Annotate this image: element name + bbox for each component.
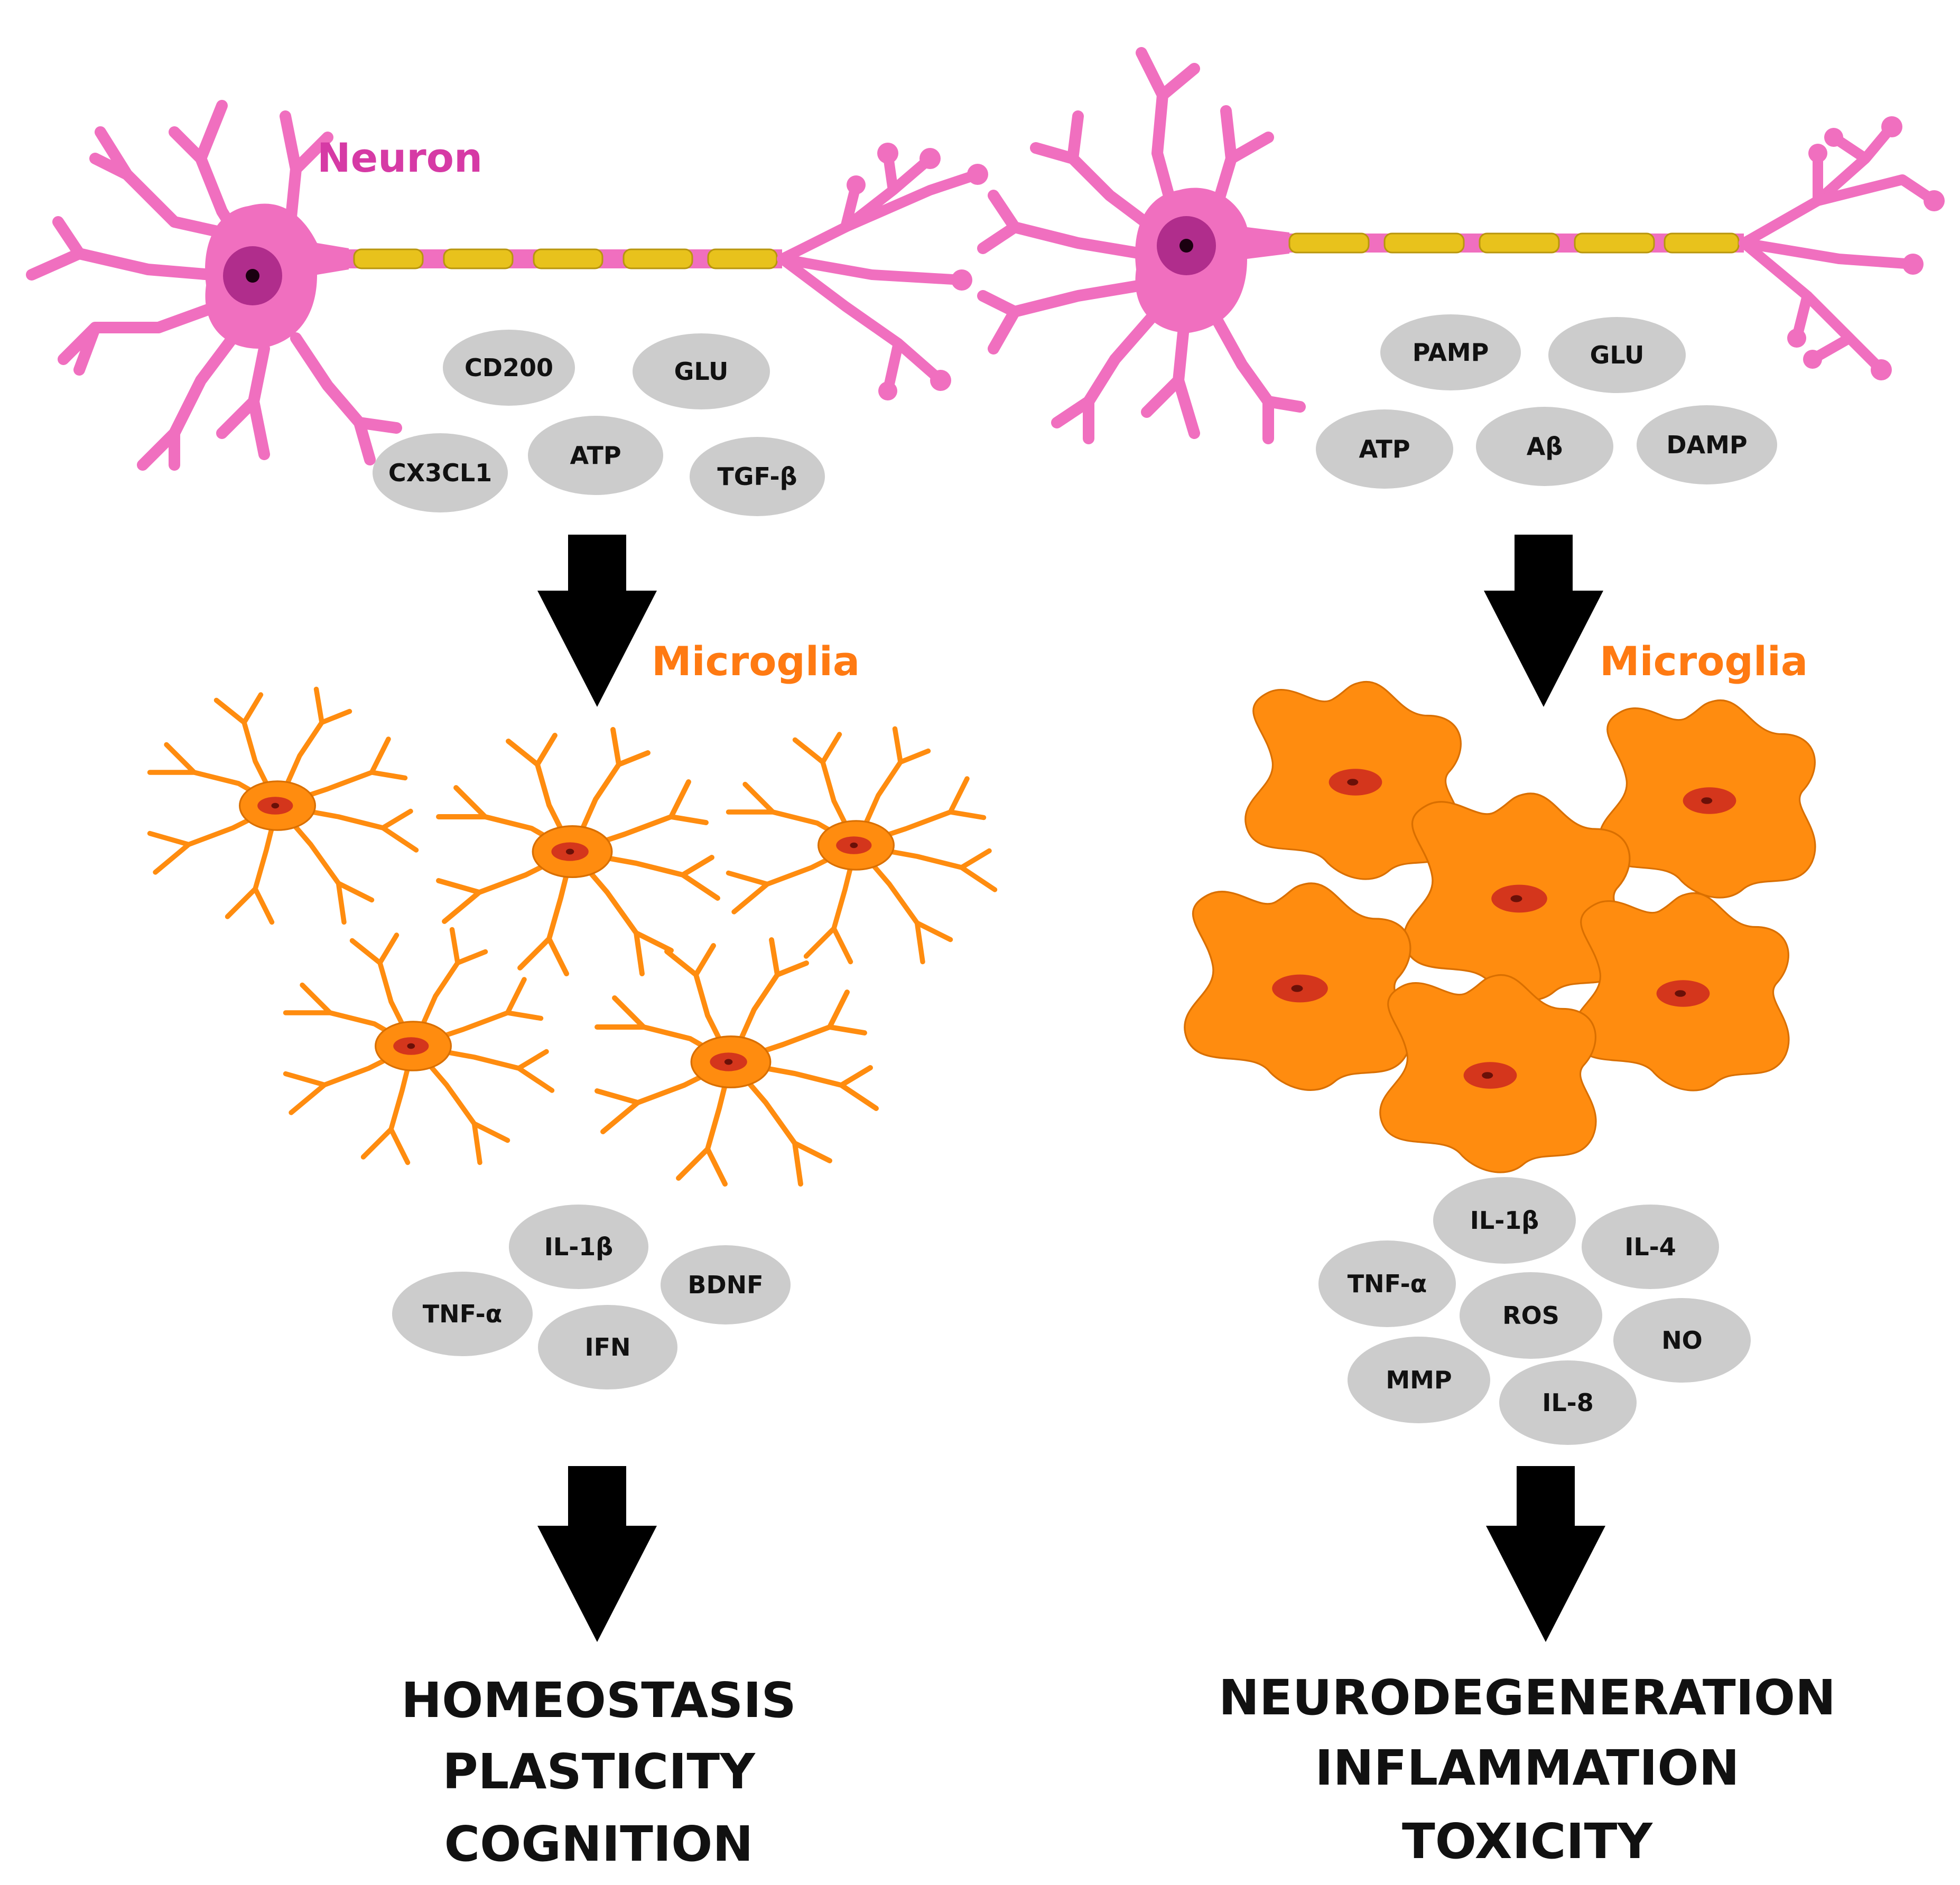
outcome-inflammation: INFLAMMATION xyxy=(1315,1740,1739,1796)
signal-pill: Aβ xyxy=(1476,407,1613,486)
microglia-ramified-icon xyxy=(597,940,876,1184)
svg-text:BDNF: BDNF xyxy=(688,1271,763,1299)
svg-text:ATP: ATP xyxy=(1359,435,1410,463)
svg-text:IL-4: IL-4 xyxy=(1624,1233,1676,1261)
left-outcomes: HOMEOSTASIS PLASTICITY COGNITION xyxy=(401,1672,796,1872)
signal-pill: PAMP xyxy=(1380,314,1521,390)
signal-pill: IL-4 xyxy=(1582,1205,1719,1289)
svg-text:IL-8: IL-8 xyxy=(1542,1388,1594,1417)
signal-pill: MMP xyxy=(1348,1337,1490,1423)
microglia-amoeboid-icon xyxy=(1379,974,1597,1173)
amoeboid-microglia-group xyxy=(1184,680,1816,1173)
svg-text:IL-1β: IL-1β xyxy=(1470,1206,1539,1235)
myelin-sheath-right xyxy=(1288,232,1740,254)
signal-pill: BDNF xyxy=(661,1245,791,1324)
svg-text:ROS: ROS xyxy=(1502,1301,1559,1330)
svg-text:GLU: GLU xyxy=(674,357,729,386)
microglia-amoeboid-icon xyxy=(1184,882,1412,1091)
microglia-ramified-icon xyxy=(150,689,416,922)
signal-pill: DAMP xyxy=(1637,405,1777,484)
microglia-amoeboid-icon xyxy=(1599,699,1816,899)
myelin-sheath-left xyxy=(353,248,778,269)
signal-pill: IL-1β xyxy=(1433,1177,1576,1264)
svg-text:IL-1β: IL-1β xyxy=(544,1233,613,1261)
right-neuron-signals: PAMP GLU ATP Aβ DAMP xyxy=(1316,314,1777,489)
svg-text:MMP: MMP xyxy=(1386,1366,1452,1394)
svg-text:TNF-α: TNF-α xyxy=(1348,1270,1427,1298)
microglia-ramified-icon xyxy=(729,729,995,962)
signal-pill: NO xyxy=(1613,1298,1751,1383)
left-neuron-signals: CD200 GLU ATP CX3CL1 TGF-β xyxy=(373,330,825,516)
svg-text:GLU: GLU xyxy=(1590,341,1645,369)
signal-pill: IFN xyxy=(538,1305,677,1389)
signal-pill: CD200 xyxy=(443,330,575,406)
down-arrow-icon xyxy=(1484,535,1603,707)
right-outcomes: NEURODEGENERATION INFLAMMATION TOXICITY xyxy=(1219,1669,1836,1870)
microglia-ramified-icon xyxy=(286,930,552,1163)
signal-pill: TGF-β xyxy=(690,437,825,516)
microglia-ramified-icon xyxy=(439,730,718,974)
signal-pill: ROS xyxy=(1460,1272,1602,1359)
microglia-amoeboid-icon xyxy=(1403,792,1631,1001)
svg-text:Aβ: Aβ xyxy=(1527,432,1563,461)
ramified-microglia-group xyxy=(150,689,995,1184)
svg-text:CD200: CD200 xyxy=(465,353,553,382)
svg-text:IFN: IFN xyxy=(584,1333,630,1361)
neuron-label: Neuron xyxy=(317,134,482,181)
signal-pill: CX3CL1 xyxy=(373,433,508,512)
outcome-homeostasis: HOMEOSTASIS xyxy=(401,1672,796,1729)
microglia-label-right: Microglia xyxy=(1600,638,1808,685)
svg-text:ATP: ATP xyxy=(570,441,621,470)
signal-pill: ATP xyxy=(1316,409,1453,489)
signal-pill: IL-1β xyxy=(509,1205,648,1289)
signal-pill: GLU xyxy=(633,333,770,409)
down-arrow-icon xyxy=(1486,1466,1605,1642)
outcome-toxicity: TOXICITY xyxy=(1402,1813,1653,1870)
down-arrow-icon xyxy=(537,535,657,707)
neuron-left xyxy=(26,100,988,471)
outcome-plasticity: PLASTICITY xyxy=(442,1743,756,1800)
microglia-label-left: Microglia xyxy=(652,638,860,685)
down-arrow-icon xyxy=(537,1466,657,1642)
svg-text:CX3CL1: CX3CL1 xyxy=(388,459,492,487)
svg-text:TGF-β: TGF-β xyxy=(717,462,797,491)
signal-pill: ATP xyxy=(528,416,663,495)
svg-text:NO: NO xyxy=(1661,1326,1703,1355)
svg-text:TNF-α: TNF-α xyxy=(423,1300,503,1328)
signal-pill: TNF-α xyxy=(1318,1240,1456,1327)
left-microglia-signals: IL-1β BDNF TNF-α IFN xyxy=(392,1205,791,1389)
svg-text:PAMP: PAMP xyxy=(1413,338,1489,367)
svg-text:DAMP: DAMP xyxy=(1666,431,1747,459)
signal-pill: TNF-α xyxy=(392,1272,533,1356)
outcome-neurodegeneration: NEURODEGENERATION xyxy=(1219,1669,1836,1726)
neuron-right xyxy=(977,47,1945,444)
signal-pill: GLU xyxy=(1548,317,1686,393)
outcome-cognition: COGNITION xyxy=(444,1816,754,1872)
microglia-amoeboid-icon xyxy=(1572,892,1790,1091)
right-microglia-signals: IL-1β IL-4 TNF-α ROS NO MMP IL-8 xyxy=(1318,1177,1751,1445)
signal-pill: IL-8 xyxy=(1499,1360,1637,1445)
